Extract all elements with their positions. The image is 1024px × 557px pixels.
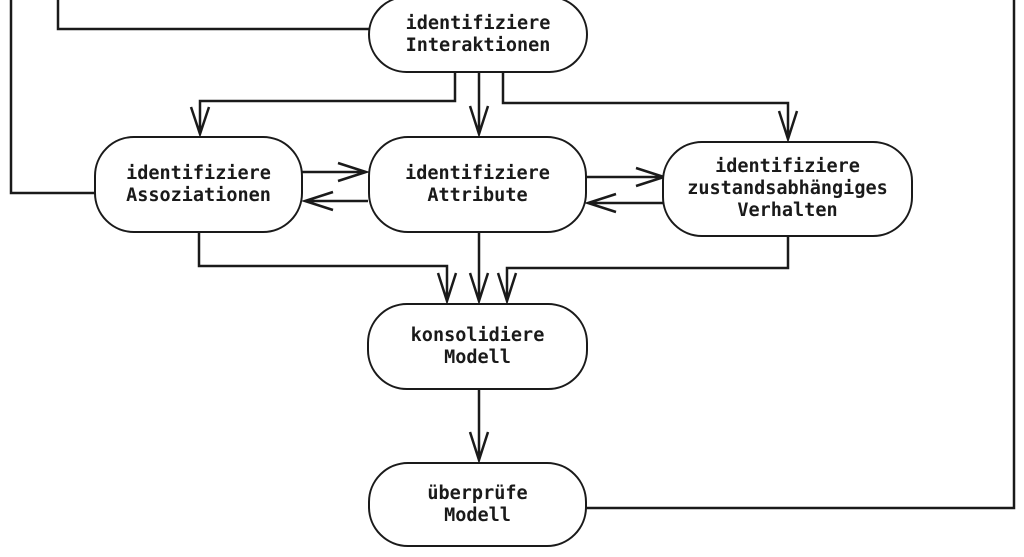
node-identifiziere-interaktionen: identifiziere Interaktionen (368, 0, 588, 73)
node-identifiziere-attribute: identifiziere Attribute (368, 136, 587, 233)
node-identifiziere-zustandsabhaengiges-verhalten: identifiziere zustandsabhängiges Verhalt… (662, 141, 913, 237)
node-identifiziere-assoziationen: identifiziere Assoziationen (94, 136, 303, 233)
edge-verhalten-to-attribute (583, 192, 664, 214)
edge-assoziationen-to-attribute (302, 161, 371, 183)
node-label: konsolidiere Modell (410, 324, 545, 368)
edge-ueberpruefe-feedback (586, 0, 1016, 510)
edge-assoziationen-to-konsolidiere (197, 232, 458, 306)
edge-verhalten-to-konsolidiere (496, 236, 790, 306)
node-label: identifiziere Interaktionen (405, 12, 551, 56)
edge-top-to-assoziationen (9, 0, 96, 195)
edge-interaktionen-to-verhalten (501, 73, 799, 144)
edge-attribute-to-konsolidiere (468, 232, 490, 306)
edge-interaktionen-to-assoziationen (189, 73, 457, 138)
node-label: identifiziere zustandsabhängiges Verhalt… (687, 156, 888, 221)
node-label: überprüfe Modell (427, 482, 528, 526)
node-label: identifiziere Assoziationen (126, 162, 271, 206)
edge-attribute-to-assoziationen (300, 190, 368, 212)
node-konsolidiere-modell: konsolidiere Modell (367, 303, 588, 390)
edge-attribute-to-verhalten (586, 166, 669, 188)
edge-interaktionen-to-attribute (468, 73, 490, 139)
edge-top-to-interaktionen (56, 0, 370, 31)
edge-konsolidiere-to-ueberpruefe (468, 389, 490, 465)
node-ueberpruefe-modell: überprüfe Modell (368, 462, 587, 547)
node-label: identifiziere Attribute (405, 162, 550, 206)
